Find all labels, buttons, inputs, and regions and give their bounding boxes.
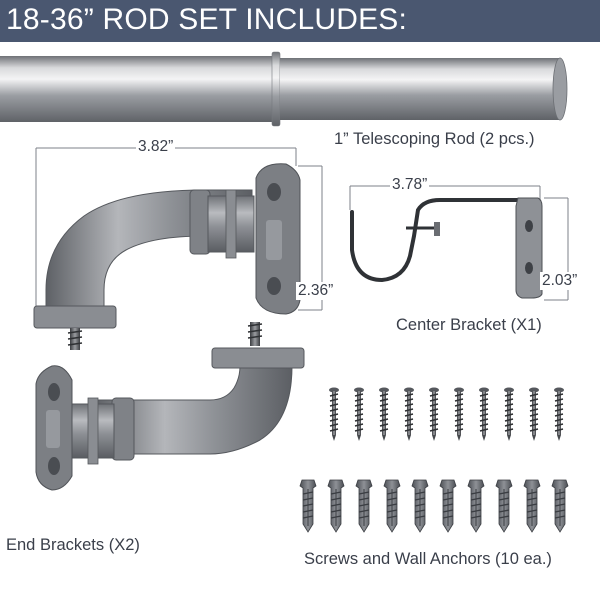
wall-anchors-image — [299, 479, 569, 533]
end-bracket-width-label: 3.82” — [136, 138, 176, 156]
end-bracket-height-label: 2.36” — [296, 282, 336, 300]
center-bracket-label: Center Bracket (X1) — [396, 316, 542, 334]
header-banner: 18-36” ROD SET INCLUDES: — [0, 0, 600, 42]
hardware-label: Screws and Wall Anchors (10 ea.) — [304, 550, 552, 568]
center-bracket-image — [350, 197, 543, 299]
header-title: 18-36” ROD SET INCLUDES: — [6, 3, 408, 36]
center-bracket-width-label: 3.78” — [390, 176, 430, 194]
telescoping-rod-image — [0, 51, 568, 127]
rod-label: 1” Telescoping Rod (2 pcs.) — [334, 130, 535, 148]
center-bracket-height-label: 2.03” — [540, 272, 580, 290]
end-brackets-label: End Brackets (X2) — [6, 536, 140, 554]
end-bracket-upper-image — [33, 163, 301, 350]
screws-image — [328, 386, 565, 442]
end-bracket-lower-image — [35, 322, 305, 491]
